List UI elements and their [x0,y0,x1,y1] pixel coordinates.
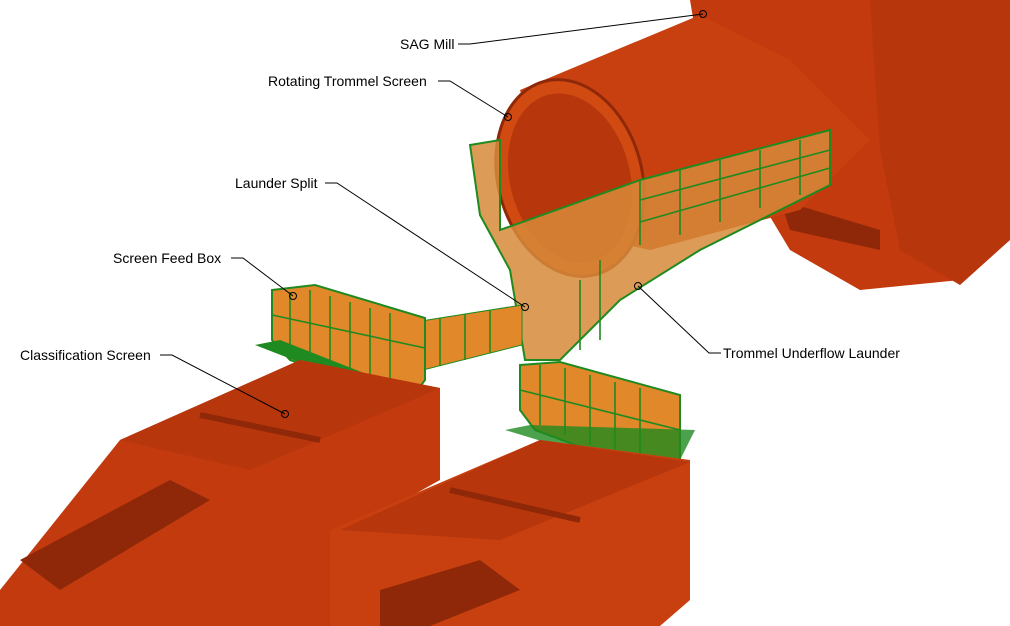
callout-classification-screen: Classification Screen [20,347,289,418]
callout-screen-feed-box: Screen Feed Box [113,250,297,300]
launder-split-body [414,304,523,373]
callout-label: Classification Screen [20,347,151,363]
trommel-underflow-launder-body [468,128,831,361]
callout-label: SAG Mill [400,36,454,52]
callout-label: Trommel Underflow Launder [723,345,900,361]
callout-rotating-trommel-screen: Rotating Trommel Screen [268,73,512,121]
callout-sag-mill: SAG Mill [400,10,707,52]
classification-screen-right [330,440,690,626]
callout-label: Rotating Trommel Screen [268,73,427,89]
callout-label: Launder Split [235,175,318,191]
callout-label: Screen Feed Box [113,250,221,266]
callout-trommel-underflow-launder: Trommel Underflow Launder [634,282,900,361]
callout-launder-split: Launder Split [235,175,529,311]
